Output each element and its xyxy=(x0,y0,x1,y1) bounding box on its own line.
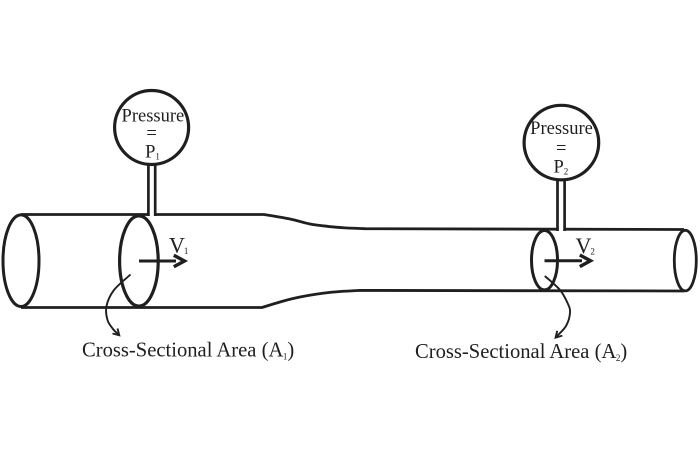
svg-text:V1: V1 xyxy=(169,233,188,258)
svg-text:=: = xyxy=(556,139,566,159)
svg-text:Cross-Sectional Area (A1): Cross-Sectional Area (A1) xyxy=(82,340,294,362)
svg-text:Pressure: Pressure xyxy=(530,119,593,139)
svg-text:V2: V2 xyxy=(576,233,595,258)
svg-text:=: = xyxy=(146,124,156,144)
svg-text:Cross-Sectional Area (A2): Cross-Sectional Area (A2) xyxy=(415,341,627,363)
svg-text:Pressure: Pressure xyxy=(122,107,185,127)
